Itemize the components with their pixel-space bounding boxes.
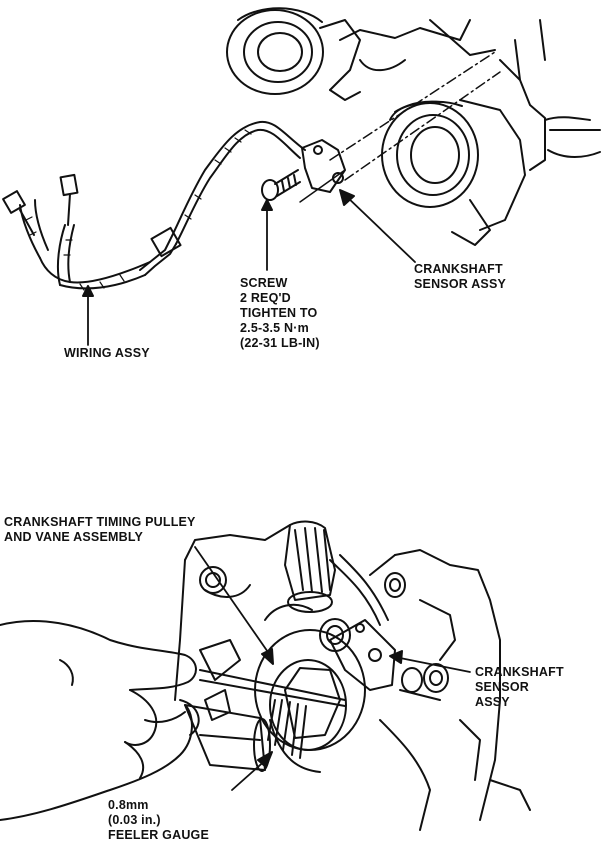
crankshaft-sensor-label-top: CRANKSHAFT SENSOR ASSY [414,262,506,292]
gauge-label-line: (0.03 in.) [108,813,161,827]
pulley-label-line: AND VANE ASSEMBLY [4,530,144,544]
screw-label-line: SCREW [240,276,288,290]
screw-label-line: TIGHTEN TO [240,306,318,320]
sensor-label-line: SENSOR [475,680,529,694]
sensor-label-line: ASSY [475,695,510,709]
crankshaft-sensor-label-bottom: CRANKSHAFT SENSOR ASSY [475,665,564,710]
sensor-label-line: CRANKSHAFT [414,262,503,276]
feeler-gauge-label: 0.8mm (0.03 in.) FEELER GAUGE [108,798,209,843]
sensor-label-line: SENSOR ASSY [414,277,507,291]
engine-block-top [329,19,601,171]
sensor-label-line: CRANKSHAFT [475,665,564,679]
screw-label-line: 2 REQ'D [240,291,291,305]
wiring-assy-label: WIRING ASSY [64,346,150,360]
screw-label-line: (22-31 LB-IN) [240,336,320,350]
crank-pulley [381,99,526,246]
wiring-harness [2,120,306,291]
gauge-label-line: FEELER GAUGE [108,828,210,842]
screw-label-line: 2.5-3.5 N·m [240,321,309,335]
screw-label: SCREW 2 REQ'D TIGHTEN TO 2.5-3.5 N·m (22… [240,276,320,351]
feeler-gauge [184,669,346,772]
alignment-lines [329,51,501,181]
hand-with-gauge [0,619,200,821]
sensor-assy-top [299,139,346,203]
engine-block-bottom [174,524,531,831]
gauge-label-line: 0.8mm [108,798,149,812]
timing-pulley-vane [254,618,366,773]
pulley-label-line: CRANKSHAFT TIMING PULLEY [4,515,196,529]
sensor-assy-bottom [329,619,449,693]
pulley-vane-label: CRANKSHAFT TIMING PULLEY AND VANE ASSEMB… [4,515,196,545]
upper-pulley [226,7,361,95]
timing-pulley-top [284,520,406,626]
screw [261,169,301,271]
